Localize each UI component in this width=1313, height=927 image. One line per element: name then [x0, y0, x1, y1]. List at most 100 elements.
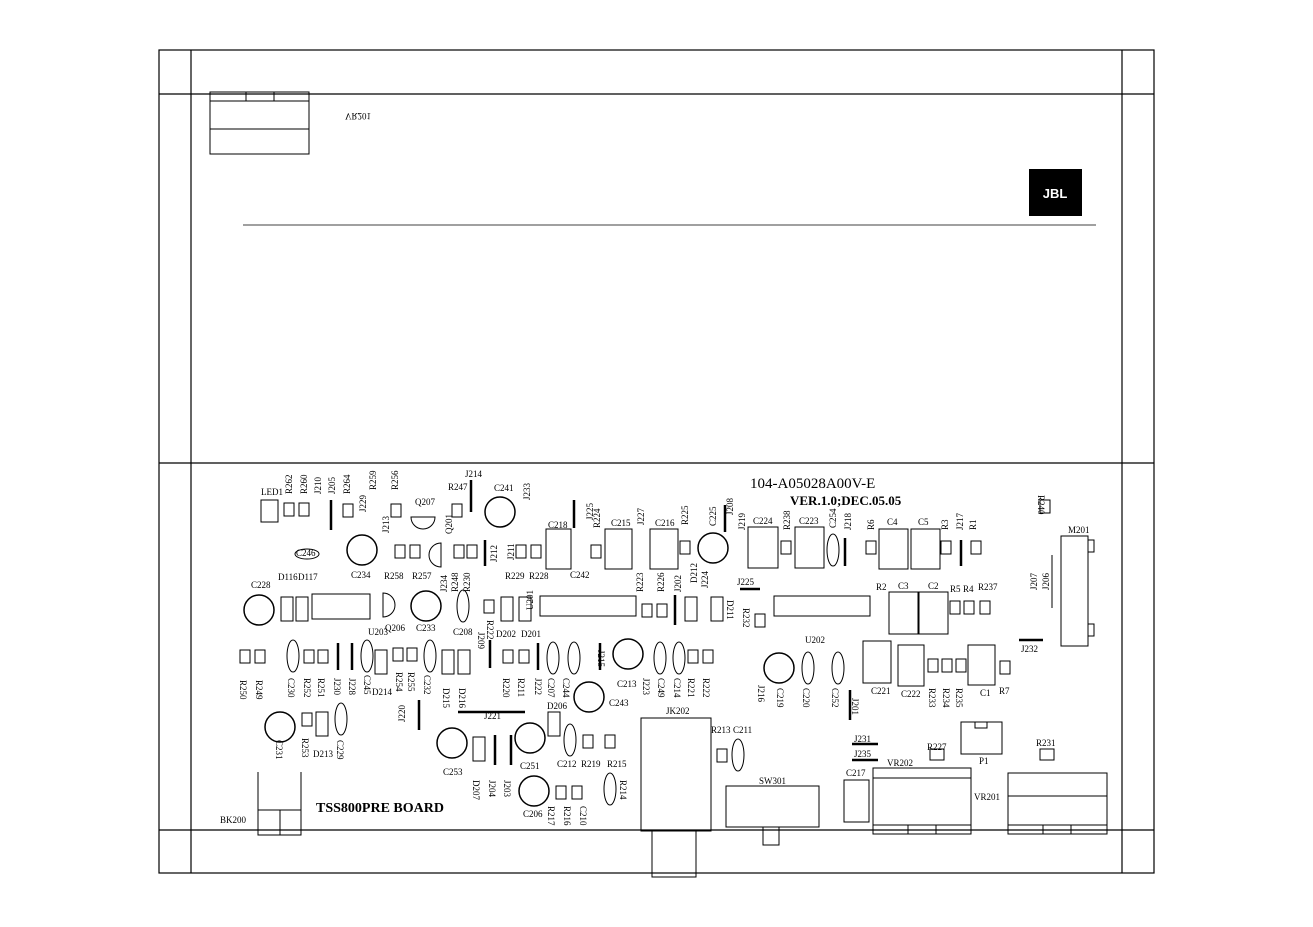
label-j223: J223 — [641, 678, 651, 696]
label-c221: C221 — [871, 686, 891, 696]
label-r264: R264 — [342, 474, 352, 494]
label-j225b: J225 — [737, 577, 755, 587]
connector-bk200 — [257, 772, 302, 836]
label-r231: R231 — [1036, 738, 1056, 748]
label-c207: C207 — [546, 678, 556, 698]
mirrored-vr-label: VR201 — [345, 111, 371, 121]
label-led1: LED1 — [261, 487, 283, 497]
label-vr202: VR202 — [887, 758, 913, 768]
label-r226: R226 — [656, 572, 666, 592]
label-c230: C230 — [286, 678, 296, 698]
label-j225: J225 — [585, 502, 595, 520]
label-r249: R249 — [254, 680, 264, 700]
label-d212: D212 — [689, 563, 699, 583]
label-r222: R222 — [485, 620, 495, 640]
label-j216: J216 — [756, 685, 766, 703]
label-q206: Q206 — [385, 623, 405, 633]
component-labels: LED1 R262 R260 J210 J205 R264 J229 R259 … — [220, 469, 1090, 826]
label-r222b: R222 — [701, 678, 711, 698]
label-c215: C215 — [611, 518, 631, 528]
label-r2: R2 — [876, 582, 887, 592]
jbl-logo-text: JBL — [1043, 186, 1068, 201]
label-r229: R229 — [505, 571, 525, 581]
label-r220: R220 — [501, 678, 511, 698]
label-d216: D216 — [457, 688, 467, 708]
label-r219: R219 — [581, 759, 601, 769]
label-r214: R214 — [618, 780, 628, 800]
label-c241: C241 — [494, 483, 514, 493]
mirrored-vr-box — [209, 91, 310, 155]
label-d117: D117 — [298, 572, 318, 582]
label-c5: C5 — [918, 517, 929, 527]
label-sw301: SW301 — [759, 776, 786, 786]
label-j206: J206 — [1041, 572, 1051, 590]
label-c224: C224 — [753, 516, 773, 526]
label-r221: R221 — [686, 678, 696, 698]
label-d206: D206 — [547, 701, 567, 711]
label-j224: J224 — [700, 570, 710, 588]
label-j211: J211 — [506, 543, 516, 560]
label-r238: R238 — [782, 510, 792, 530]
label-c233: C233 — [416, 623, 436, 633]
label-u201: U201 — [525, 590, 535, 610]
label-c2: C2 — [928, 581, 939, 591]
label-c242: C242 — [570, 570, 590, 580]
label-r225: R225 — [680, 505, 690, 525]
label-d207: D207 — [471, 780, 481, 800]
label-d211: D211 — [725, 600, 735, 620]
label-r230: R230 — [462, 572, 472, 592]
label-p1: P1 — [979, 756, 989, 766]
ic-u203 — [311, 593, 371, 620]
label-c249: C249 — [656, 678, 666, 698]
label-q207: Q207 — [415, 497, 435, 507]
label-r248: R248 — [450, 572, 460, 592]
label-j218: J218 — [843, 512, 853, 530]
label-c232: C232 — [422, 675, 432, 695]
label-c206: C206 — [523, 809, 543, 819]
label-j207: J207 — [1029, 572, 1039, 590]
drawing-frame — [158, 49, 1155, 874]
label-c220: C220 — [801, 688, 811, 708]
label-r215: R215 — [607, 759, 627, 769]
label-c218: C218 — [548, 520, 568, 530]
label-c219: C219 — [775, 688, 785, 708]
label-j234: J234 — [439, 574, 449, 592]
label-d215: D215 — [441, 688, 451, 708]
label-r223: R223 — [635, 572, 645, 592]
label-r216: R216 — [562, 806, 572, 826]
label-vr201: VR201 — [974, 792, 1000, 802]
label-r250: R250 — [238, 680, 248, 700]
label-j217: J217 — [955, 512, 965, 530]
label-r259: R259 — [368, 470, 378, 490]
label-q201: Q201 — [444, 514, 454, 534]
label-j210: J210 — [313, 476, 323, 494]
label-r255: R255 — [406, 672, 416, 692]
label-c252: C252 — [830, 688, 840, 708]
label-c253: C253 — [443, 767, 463, 777]
label-j214: J214 — [465, 469, 483, 479]
label-c223: C223 — [799, 516, 819, 526]
pot-vr202 — [872, 767, 972, 835]
label-u203: U203 — [368, 627, 388, 637]
transistors — [382, 516, 442, 618]
version-label: VER.1.0;DEC.05.05 — [790, 493, 902, 508]
label-j201: J201 — [850, 698, 860, 715]
film-capacitors — [545, 526, 996, 823]
label-j229: J229 — [358, 494, 368, 512]
label-c208: C208 — [453, 627, 473, 637]
label-c231: C231 — [274, 740, 284, 760]
label-c216: C216 — [655, 518, 675, 528]
label-c251: C251 — [520, 761, 540, 771]
connector-m201 — [1051, 535, 1095, 647]
label-d214: D214 — [372, 687, 392, 697]
label-bk200: BK200 — [220, 815, 247, 825]
label-jk202: JK202 — [666, 706, 690, 716]
label-c1: C1 — [980, 688, 991, 698]
label-c214: C214 — [672, 678, 682, 698]
label-r258: R258 — [384, 571, 404, 581]
label-r7: R7 — [999, 686, 1010, 696]
ic-u201 — [539, 595, 637, 617]
label-j230: J230 — [332, 678, 342, 696]
label-r227: R227 — [927, 742, 947, 752]
